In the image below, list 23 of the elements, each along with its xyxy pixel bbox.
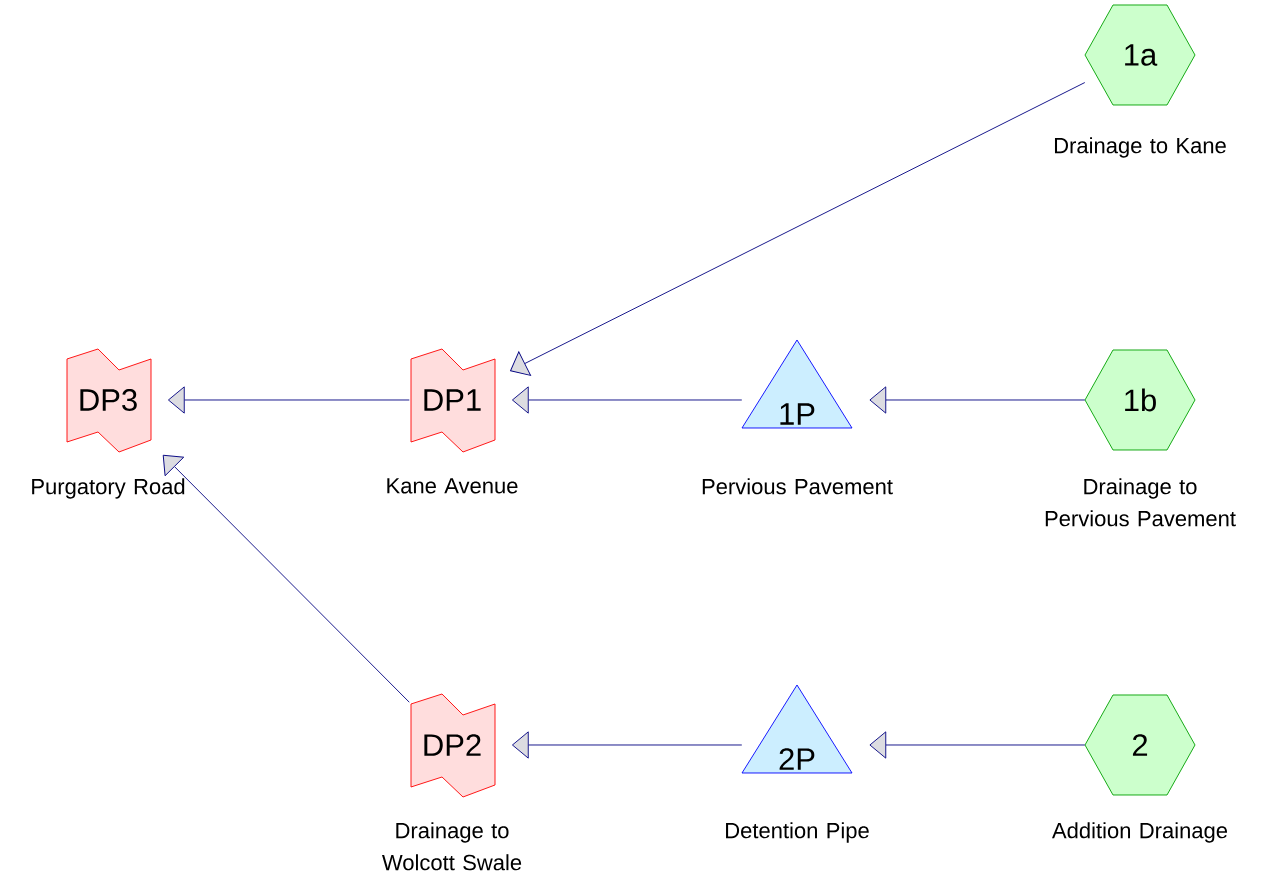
junction-node: DP3	[66, 348, 152, 453]
node-caption: Pervious Pavement	[702, 478, 893, 495]
node-caption: Kane Avenue	[387, 478, 518, 494]
node-caption: Drainage to Kane	[1054, 137, 1226, 158]
junction-node: DP1	[410, 348, 496, 453]
arrow	[511, 731, 743, 759]
node-caption: Purgatory Road	[32, 478, 185, 499]
arrow	[869, 731, 1086, 759]
node-caption: Drainage to Pervious Pavement	[1045, 478, 1236, 527]
hexagon-node: 1b	[1084, 349, 1196, 451]
arrow	[162, 454, 410, 703]
pond-triangle: 2P	[741, 684, 853, 774]
arrow	[510, 82, 1086, 376]
arrow	[167, 386, 410, 414]
node-caption: Detention Pipe	[726, 822, 869, 843]
node-caption: Drainage to Wolcott Swale	[382, 822, 522, 871]
node-caption: Addition Drainage	[1052, 822, 1228, 843]
hexagon-node: 1a	[1084, 4, 1196, 106]
arrow	[869, 386, 1086, 414]
pond-triangle: 1P	[741, 339, 853, 429]
junction-node: DP2	[410, 693, 496, 798]
arrow	[511, 386, 743, 414]
hexagon-node: 2	[1084, 694, 1196, 796]
